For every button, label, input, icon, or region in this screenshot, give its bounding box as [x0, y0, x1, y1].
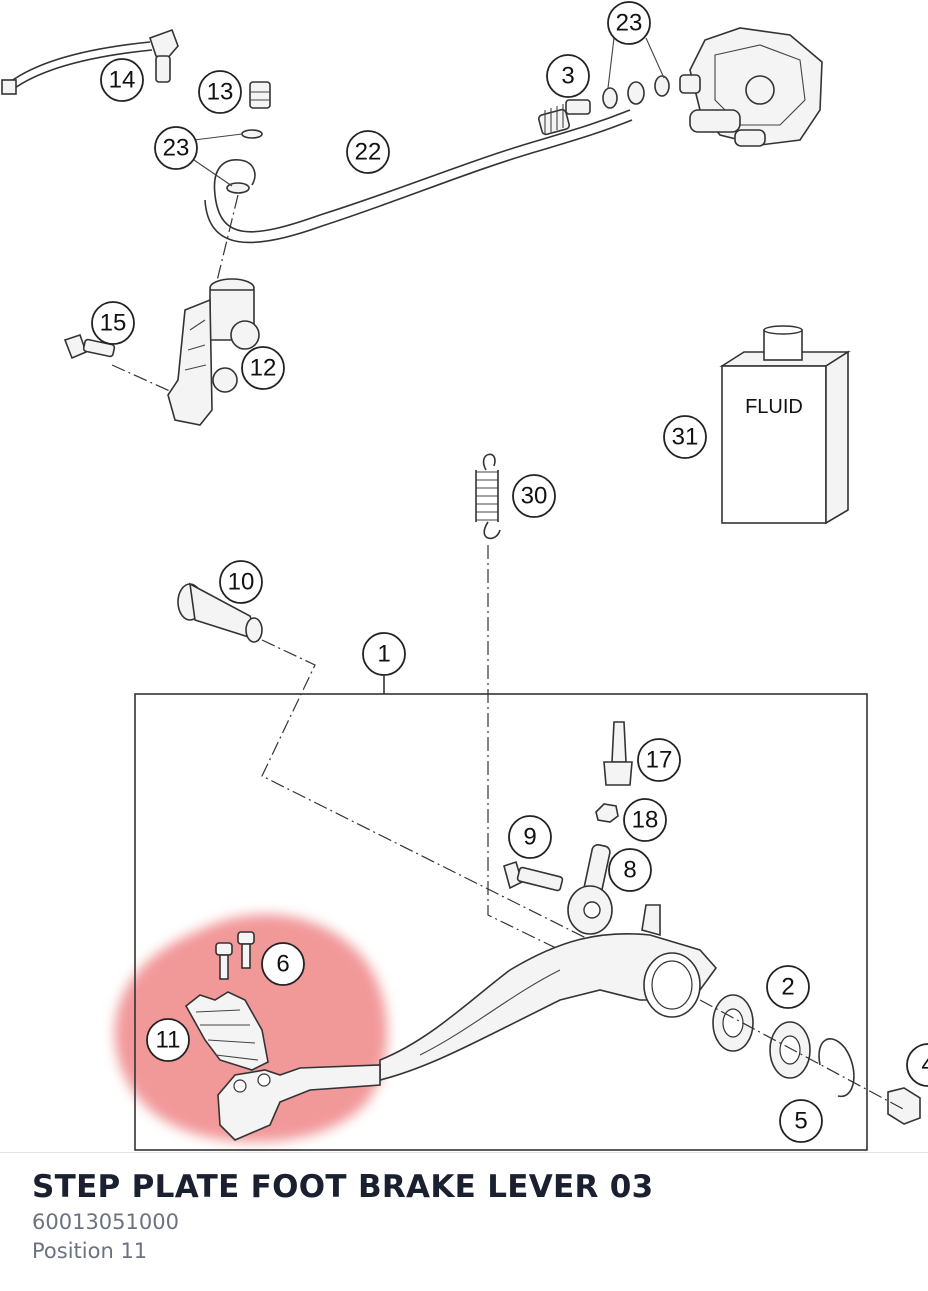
callout-23-caliper[interactable]: 23: [607, 1, 651, 45]
callout-5[interactable]: 5: [779, 1099, 823, 1143]
foot-brake-lever: [379, 904, 718, 1082]
fluid-label: FLUID: [745, 396, 803, 418]
callout-23-banjo[interactable]: 23: [154, 126, 198, 170]
callout-14[interactable]: 14: [100, 58, 144, 102]
bleeder-valve: [603, 721, 633, 786]
brake-hose: [214, 109, 631, 233]
hex-nut: [887, 1087, 921, 1125]
callout-8[interactable]: 8: [608, 848, 652, 892]
clevis-bolt: [503, 860, 564, 892]
callout-1[interactable]: 1: [362, 632, 406, 676]
brake-fluid-bottle: FLUID: [719, 325, 851, 525]
assembly-frame: [134, 693, 868, 1151]
svg-text:30: 30: [521, 483, 548, 510]
return-spring: [475, 453, 501, 540]
callout-3[interactable]: 3: [546, 54, 590, 98]
svg-text:12: 12: [250, 355, 277, 382]
circlip: [818, 1038, 855, 1097]
svg-text:23: 23: [163, 135, 190, 162]
svg-text:10: 10: [228, 569, 255, 596]
svg-text:23: 23: [616, 10, 643, 37]
callout-2[interactable]: 2: [766, 965, 810, 1009]
clevis: [567, 843, 613, 935]
callout-6[interactable]: 6: [261, 942, 305, 986]
hose-fitting: [537, 99, 591, 136]
callout-17[interactable]: 17: [637, 738, 681, 782]
svg-text:6: 6: [276, 951, 289, 978]
svg-text:15: 15: [100, 310, 127, 337]
banjo-bolt: [241, 81, 271, 139]
bearings: [712, 994, 811, 1079]
svg-text:13: 13: [207, 79, 234, 106]
washer: [602, 87, 618, 109]
svg-text:31: 31: [672, 424, 699, 451]
callout-11[interactable]: 11: [146, 1018, 190, 1062]
part-position: Position 11: [32, 1239, 148, 1263]
svg-text:14: 14: [109, 67, 136, 94]
callout-4[interactable]: 4: [906, 1043, 928, 1087]
brake-caliper: [679, 27, 823, 147]
part-number: 60013051000: [32, 1210, 179, 1234]
lock-nut: [595, 803, 619, 823]
callout-9[interactable]: 9: [508, 815, 552, 859]
svg-text:5: 5: [794, 1108, 807, 1135]
svg-text:4: 4: [921, 1052, 928, 1079]
svg-text:2: 2: [781, 974, 794, 1001]
step-plate: [184, 991, 269, 1071]
callout-31[interactable]: 31: [663, 415, 707, 459]
callout-10[interactable]: 10: [219, 560, 263, 604]
callout-12[interactable]: 12: [241, 346, 285, 390]
callout-15[interactable]: 15: [91, 301, 135, 345]
brake-master-cylinder: [167, 278, 260, 426]
svg-text:11: 11: [156, 1027, 181, 1054]
exploded-parts-diagram: FLUID: [1, 1, 928, 1151]
part-title: STEP PLATE FOOT BRAKE LEVER 03: [32, 1169, 654, 1205]
callout-22[interactable]: 22: [346, 130, 390, 174]
callout-13[interactable]: 13: [198, 70, 242, 114]
svg-text:9: 9: [523, 824, 536, 851]
callout-30[interactable]: 30: [512, 474, 556, 518]
svg-text:18: 18: [632, 807, 659, 834]
svg-text:1: 1: [377, 641, 390, 668]
callout-18[interactable]: 18: [623, 798, 667, 842]
sensor-cable: [1, 28, 179, 95]
step-plate-screws: [215, 931, 255, 980]
svg-text:17: 17: [646, 747, 673, 774]
pivot-bolt: [177, 582, 263, 643]
svg-text:22: 22: [355, 139, 382, 166]
mounting-bolt: [63, 333, 116, 360]
lever-end: [217, 1064, 381, 1141]
svg-text:8: 8: [623, 857, 636, 884]
svg-text:3: 3: [561, 63, 574, 90]
part-info-panel: STEP PLATE FOOT BRAKE LEVER 03 600130510…: [0, 1152, 928, 1291]
